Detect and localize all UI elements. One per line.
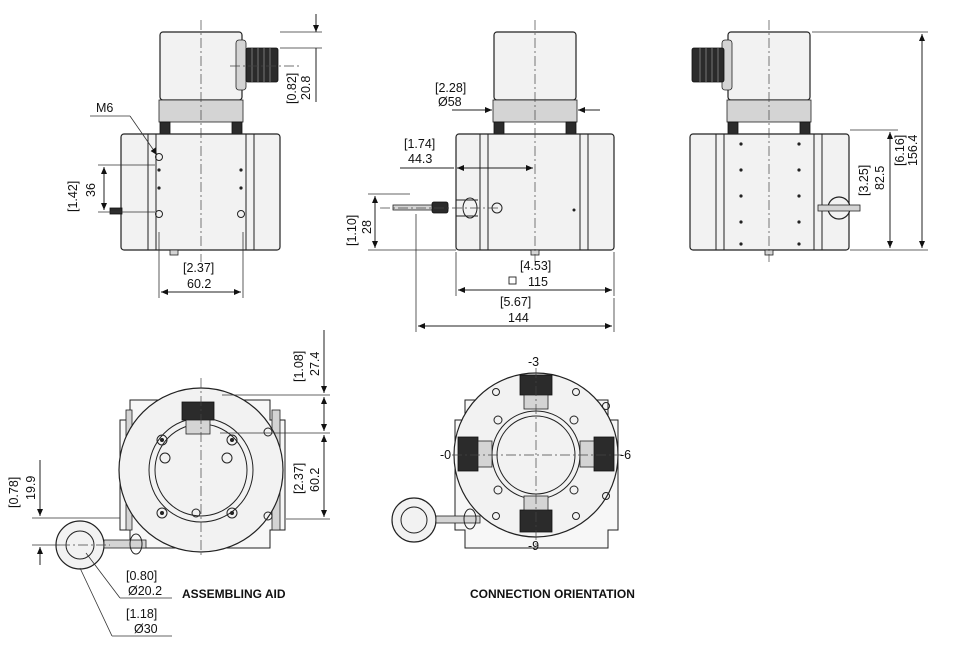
front-width-in: [2.37] [183,261,214,275]
bottom-top-mm: 27.4 [308,352,322,376]
front-height-in: [1.42] [66,181,80,212]
assembling-aid-caption: ASSEMBLING AID [182,587,286,601]
right-view: [3.25] 82.5 [6.16] 156.4 [689,20,928,262]
side-offset-mm: 44.3 [408,152,432,166]
side-dia-mm: Ø58 [438,95,462,109]
plug-icon [235,39,279,91]
bottom-top-in: [1.08] [292,351,306,382]
bottom-left-mm: 19.9 [24,476,38,500]
side-offset-in: [1.74] [404,137,435,151]
side-total-mm: 144 [508,311,529,325]
front-view: M6 [0.82] 20.8 [1.42] 36 [2.37] 60.2 [66,14,322,298]
side-cable-in: [1.10] [345,215,359,246]
front-conn-mm: 20.8 [299,76,313,100]
connector-right-icon [579,436,615,472]
side-square-mm: 115 [528,275,548,289]
front-width-mm: 60.2 [187,277,211,291]
aid-inner-in: [0.80] [126,569,157,583]
side-total-in: [5.67] [500,295,531,309]
right-height-in: [3.25] [857,165,871,196]
side-dia-in: [2.28] [435,81,466,95]
connection-orientation-view: -3 -0 -6 -9 CONNECTION ORIENTATION [391,355,635,601]
bottom-mid-in: [2.37] [292,463,306,494]
right-total-in: [6.16] [893,135,907,166]
front-height-mm: 36 [84,183,98,197]
connector-icon [181,401,215,435]
aid-inner-mm: Ø20.2 [128,584,162,598]
assembling-aid-icon [391,497,481,543]
side-cable-mm: 28 [360,220,374,234]
top-view-assembling: [1.08] 27.4 [2.37] 60.2 [0.78] 19.9 [0.8… [7,330,330,637]
side-square-in: [4.53] [520,259,551,273]
orientation-left: -0 [440,448,451,462]
right-height-mm: 82.5 [873,166,887,190]
cable-icon [392,197,503,219]
aid-outer-in: [1.18] [126,607,157,621]
front-conn-in: [0.82] [285,73,299,104]
plug-icon [691,39,733,91]
side-view: [2.28] Ø58 [1.74] 44.3 [1.10] 28 [4.53] … [345,20,615,332]
orientation-right: -6 [620,448,631,462]
connection-orientation-caption: CONNECTION ORIENTATION [470,587,635,601]
right-total-mm: 156.4 [906,135,920,166]
aid-outer-mm: Ø30 [134,622,158,636]
bottom-left-in: [0.78] [7,477,21,508]
bottom-mid-mm: 60.2 [308,468,322,492]
cable-gland-icon [817,196,861,220]
front-thread-label: M6 [96,101,113,115]
connector-left-icon [457,436,493,472]
orientation-bottom: -9 [528,539,539,553]
orientation-top: -3 [528,355,539,369]
